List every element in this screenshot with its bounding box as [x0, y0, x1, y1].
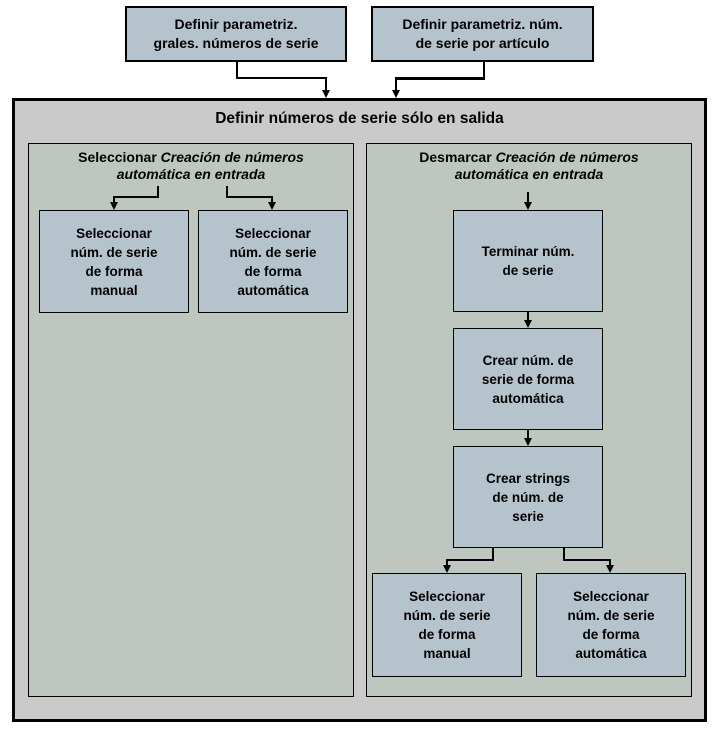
header-line-1: Desmarcar Creación de números [367, 149, 691, 166]
left-panel-header: Seleccionar Creación de números automáti… [29, 149, 353, 183]
arrow-down-icon [392, 90, 400, 98]
header-prefix: Seleccionar [78, 149, 161, 165]
arrow-down-icon [524, 202, 532, 210]
header-line-2: automática en entrada [454, 166, 604, 182]
connector-line [563, 559, 611, 561]
node-label: Seleccionar núm. de serie de forma manua… [403, 589, 491, 661]
node-label: Definir parametriz. grales. números de s… [153, 16, 319, 51]
node-label: Seleccionar núm. de serie de forma autom… [229, 225, 317, 298]
connector-line [157, 186, 159, 197]
connector-line [492, 548, 494, 561]
connector-line [609, 560, 611, 567]
node-label: Seleccionar núm. de serie de forma autom… [567, 589, 655, 661]
diagram-title: Definir números de serie sólo en salida [215, 110, 504, 127]
arrow-down-icon [268, 202, 276, 210]
node-label: Crear núm. de serie de forma automática [481, 352, 575, 406]
arrow-down-icon [606, 565, 614, 573]
connector-line [527, 312, 529, 321]
header-italic-text: Creación de números [495, 149, 639, 165]
connector-line [113, 196, 159, 198]
connector-line [236, 77, 327, 79]
connector-line [527, 430, 529, 439]
connector-line [325, 77, 327, 91]
connector-line [483, 61, 485, 78]
arrow-down-icon [443, 565, 451, 573]
header-italic-text: Creación de números [160, 149, 304, 165]
node-label: Terminar núm. de serie [481, 244, 575, 278]
connector-line [527, 192, 529, 203]
right-panel-header: Desmarcar Creación de números automática… [367, 149, 691, 183]
node-crear-num-serie-automatica[interactable]: Crear núm. de serie de forma automática [453, 328, 603, 430]
connector-line [271, 197, 273, 204]
header-line-1: Seleccionar Creación de números [29, 149, 353, 166]
connector-line [395, 77, 485, 80]
node-label: Crear strings de núm. de serie [485, 470, 571, 524]
node-label: Definir parametriz. núm. de serie por ar… [402, 16, 563, 51]
node-crear-strings-num-serie[interactable]: Crear strings de núm. de serie [453, 446, 603, 548]
connector-line [395, 77, 397, 91]
header-line-2: automática en entrada [116, 166, 266, 182]
arrow-down-icon [524, 320, 532, 328]
connector-line [446, 560, 448, 567]
node-seleccionar-manual-left[interactable]: Seleccionar núm. de serie de forma manua… [39, 210, 189, 313]
right-panel: Desmarcar Creación de números automática… [366, 143, 692, 697]
node-label: Seleccionar núm. de serie de forma manua… [70, 225, 158, 298]
header-prefix: Desmarcar [419, 149, 496, 165]
arrow-down-icon [110, 202, 118, 210]
left-panel: Seleccionar Creación de números automáti… [28, 143, 354, 697]
node-definir-parametriz-grales[interactable]: Definir parametriz. grales. números de s… [125, 6, 347, 62]
connector-line [446, 559, 494, 561]
node-definir-parametriz-articulo[interactable]: Definir parametriz. núm. de serie por ar… [371, 6, 594, 62]
arrow-down-icon [322, 90, 330, 98]
node-seleccionar-automatica-right[interactable]: Seleccionar núm. de serie de forma autom… [536, 573, 686, 677]
connector-line [113, 197, 115, 204]
node-seleccionar-automatica-left[interactable]: Seleccionar núm. de serie de forma autom… [198, 210, 348, 313]
node-seleccionar-manual-right[interactable]: Seleccionar núm. de serie de forma manua… [372, 573, 522, 677]
connector-line [236, 61, 238, 78]
node-terminar-num-serie[interactable]: Terminar núm. de serie [453, 210, 603, 312]
connector-line [563, 548, 565, 561]
main-container: Definir números de serie sólo en salida … [12, 98, 707, 722]
connector-line [226, 196, 273, 198]
arrow-down-icon [524, 438, 532, 446]
connector-line [226, 186, 228, 197]
